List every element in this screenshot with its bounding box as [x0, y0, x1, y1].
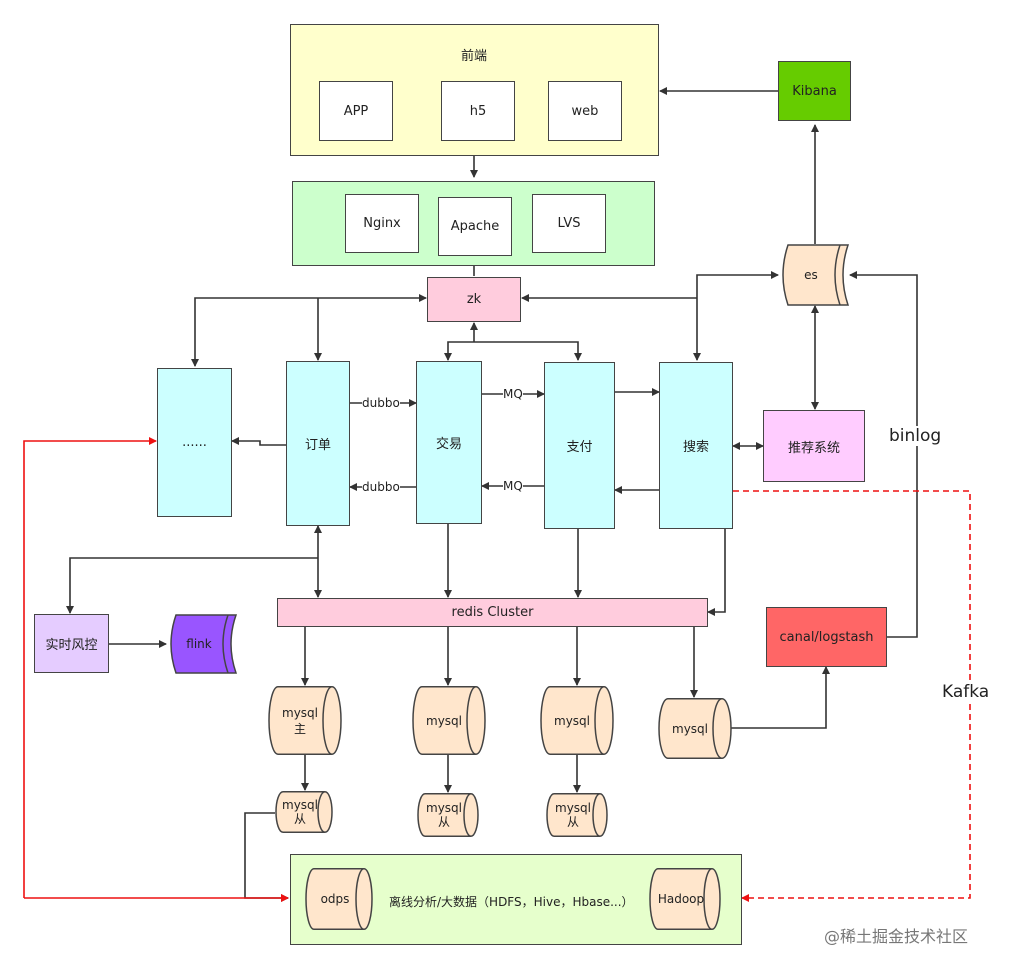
risk-control-node: 实时风控 [34, 614, 109, 673]
web-node: web [548, 81, 622, 141]
redis-cluster-node: redis Cluster [277, 598, 708, 627]
mysql-slave-3-role: 从 [566, 815, 579, 829]
mysql-slave-1: mysql 从 [275, 791, 333, 833]
mysql-slave-2-role: 从 [437, 815, 450, 829]
mysql-slave-1-label: mysql [282, 798, 318, 812]
mysql-master-db: mysql 主 [268, 686, 342, 755]
binlog-label: binlog [889, 426, 942, 446]
frontend-title: 前端 [461, 49, 488, 64]
watermark: @稀土掘金技术社区 [824, 927, 969, 946]
recommend-system-node: 推荐系统 [763, 410, 865, 482]
mysql-slave-2-label: mysql [426, 801, 462, 815]
h5-node: h5 [441, 81, 515, 141]
mq-label-bottom: MQ [503, 479, 523, 493]
dubbo-label-top: dubbo [362, 396, 400, 410]
mysql-db-2-label: mysql [426, 713, 462, 728]
bigdata-description: 离线分析/大数据（HDFS，Hive，Hbase...） [389, 895, 634, 909]
kafka-label: Kafka [942, 682, 990, 702]
hadoop-label: Hadoop [657, 892, 705, 906]
odps-db: odps [305, 868, 373, 930]
more-services-node: ...... [157, 368, 232, 517]
flink-label: flink [186, 637, 212, 651]
frontend-box: 前端 APP h5 web [290, 24, 659, 156]
nginx-node: Nginx [345, 194, 419, 253]
order-service-node: 订单 [286, 361, 350, 526]
lvs-node: LVS [532, 194, 606, 253]
mysql-db-4: mysql [658, 698, 732, 759]
mysql-master-label: mysql [282, 705, 318, 720]
pay-service-node: 支付 [544, 362, 615, 529]
odps-label: odps [320, 892, 350, 906]
mysql-slave-3-label: mysql [555, 801, 591, 815]
kibana-node: Kibana [778, 61, 851, 121]
dubbo-label-bottom: dubbo [362, 480, 400, 494]
hadoop-db: Hadoop [649, 868, 721, 930]
mysql-master-role: 主 [293, 721, 306, 736]
app-node: APP [319, 81, 393, 141]
mysql-db-2: mysql [412, 686, 486, 755]
mq-label-top: MQ [503, 387, 523, 401]
mysql-db-4-label: mysql [672, 721, 708, 736]
es-label: es [804, 268, 818, 282]
trade-service-node: 交易 [416, 361, 482, 524]
apache-node: Apache [438, 197, 512, 256]
proxy-layer-box: Nginx Apache LVS [292, 181, 655, 266]
bigdata-box: odps 离线分析/大数据（HDFS，Hive，Hbase...） Hadoop [290, 854, 742, 945]
mysql-slave-2: mysql 从 [417, 793, 479, 837]
es-node: es [778, 244, 850, 306]
mysql-slave-3: mysql 从 [546, 793, 608, 837]
zk-node: zk [427, 277, 521, 322]
search-service-node: 搜索 [659, 362, 733, 529]
mysql-slave-1-role: 从 [293, 812, 306, 826]
flink-node: flink [166, 614, 238, 674]
canal-logstash-node: canal/logstash [766, 607, 887, 667]
mysql-db-3: mysql [540, 686, 614, 755]
mysql-db-3-label: mysql [554, 713, 590, 728]
